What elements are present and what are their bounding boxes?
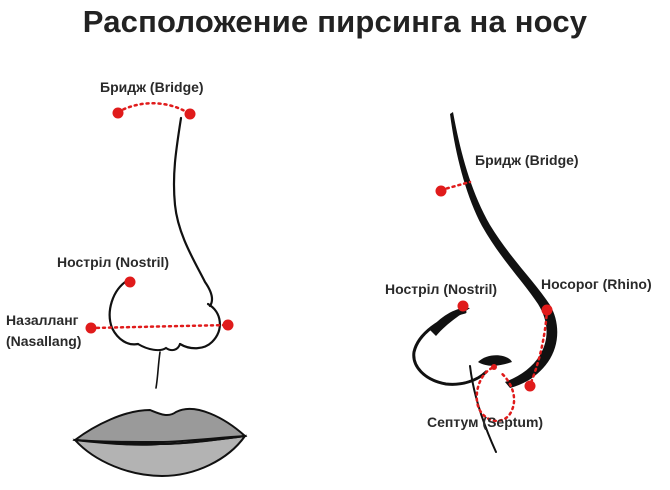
- front-philtrum: [155, 351, 161, 389]
- side-nostril-crease: [430, 307, 470, 336]
- side-nostril-wing: [412, 310, 488, 386]
- front-bridge-right-dot: [184, 108, 196, 120]
- side-nostril-dot: [457, 300, 469, 312]
- lips: [72, 407, 248, 478]
- front-nasallang-left-dot: [85, 322, 97, 334]
- upper-lip: [72, 407, 248, 444]
- front-nasallang-dotted-line: [89, 323, 230, 330]
- side-rhino-bottom-dot: [524, 380, 536, 392]
- front-nasallang-label-line2: (Nasallang): [6, 333, 82, 349]
- side-rhino-label: Носорог (Rhino): [541, 276, 652, 292]
- front-nose-bridge-line: [172, 116, 214, 308]
- front-right-nostril-wing: [178, 302, 221, 350]
- lip-line: [74, 435, 246, 446]
- front-nose-tip: [137, 343, 181, 352]
- front-bridge-left-dot: [112, 107, 124, 119]
- front-nasallang-right-dot: [222, 319, 234, 331]
- front-bridge-label: Бридж (Bridge): [100, 79, 204, 95]
- diagram-title: Расположение пирсинга на носу: [82, 4, 588, 39]
- front-left-nostril-wing: [108, 278, 140, 346]
- side-bridge-dot: [435, 185, 447, 197]
- front-nostril-dot: [124, 276, 136, 288]
- front-nostril-label: Ностріл (Nostril): [57, 254, 170, 270]
- side-bridge-label: Бридж (Bridge): [475, 152, 579, 168]
- side-septum-dotted-loop: [475, 366, 516, 422]
- side-rhino-dotted-line: [528, 308, 549, 387]
- side-view-nose: [412, 112, 558, 453]
- side-view-markers: [435, 180, 553, 422]
- side-profile-line: [450, 112, 558, 388]
- front-nasallang-label-line1: Назалланг: [6, 312, 79, 328]
- side-septum-label: Септум (Septum): [427, 414, 544, 430]
- front-bridge-dotted-line: [116, 102, 192, 116]
- side-rhino-top-dot: [541, 304, 553, 316]
- side-nostril-label: Ностріл (Nostril): [385, 281, 498, 297]
- front-view-markers: [85, 102, 234, 334]
- side-lower-curve: [469, 365, 497, 453]
- side-nostril-opening: [478, 355, 512, 366]
- side-septum-dot: [491, 364, 497, 370]
